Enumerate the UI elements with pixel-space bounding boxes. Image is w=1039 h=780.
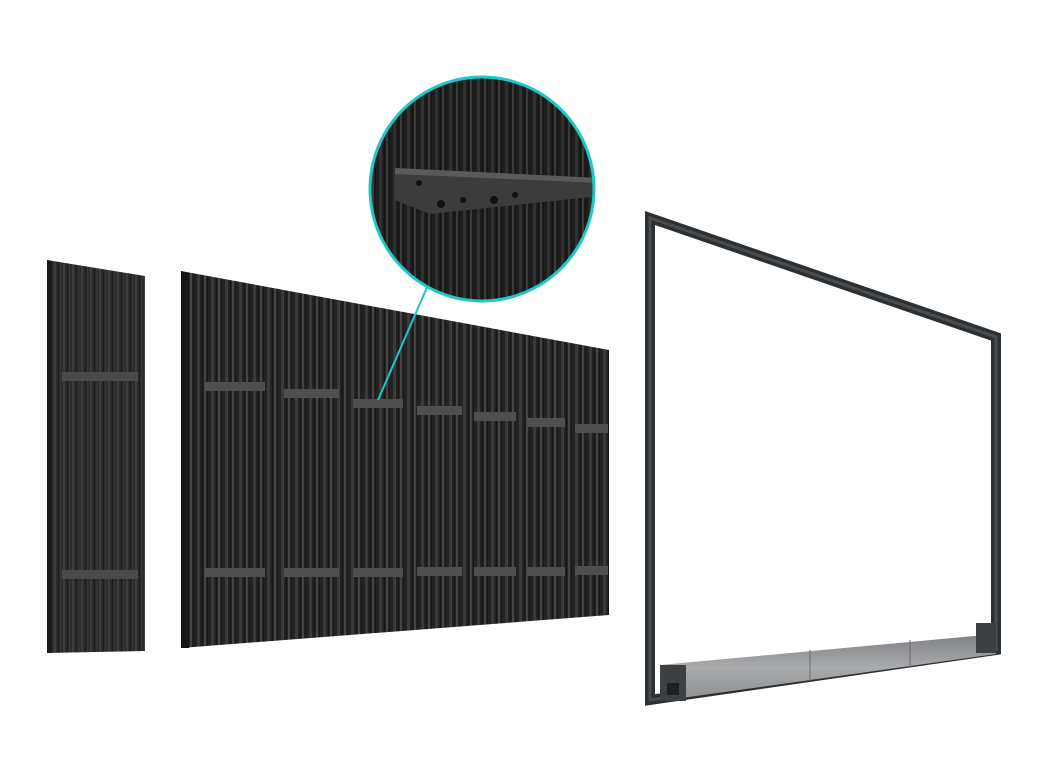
mounting-bracket [353, 399, 403, 408]
callout-line [377, 284, 429, 401]
mounting-bracket [205, 382, 265, 391]
mounting-bracket [527, 418, 565, 427]
mounting-bracket [575, 424, 608, 433]
mounting-bracket [474, 412, 516, 421]
detail-magnifier [368, 75, 596, 303]
magnifier-ring [368, 75, 596, 303]
mounting-bracket [62, 570, 138, 579]
mounting-bracket [417, 567, 462, 576]
mounting-bracket [575, 566, 608, 575]
display-frame [645, 210, 1001, 706]
frame-bottom-bar [660, 634, 996, 701]
corner-block [976, 623, 996, 653]
mounting-bracket [417, 406, 462, 415]
mounting-bracket [205, 568, 265, 577]
mounting-bracket [527, 567, 565, 576]
narrow-led-module [47, 260, 145, 653]
mounting-bracket [353, 568, 403, 577]
mounting-bracket [62, 372, 138, 381]
led-cabinet-wall [181, 271, 609, 648]
mounting-bracket [474, 567, 516, 576]
mounting-bracket [284, 389, 339, 398]
mounting-bracket [284, 568, 339, 577]
